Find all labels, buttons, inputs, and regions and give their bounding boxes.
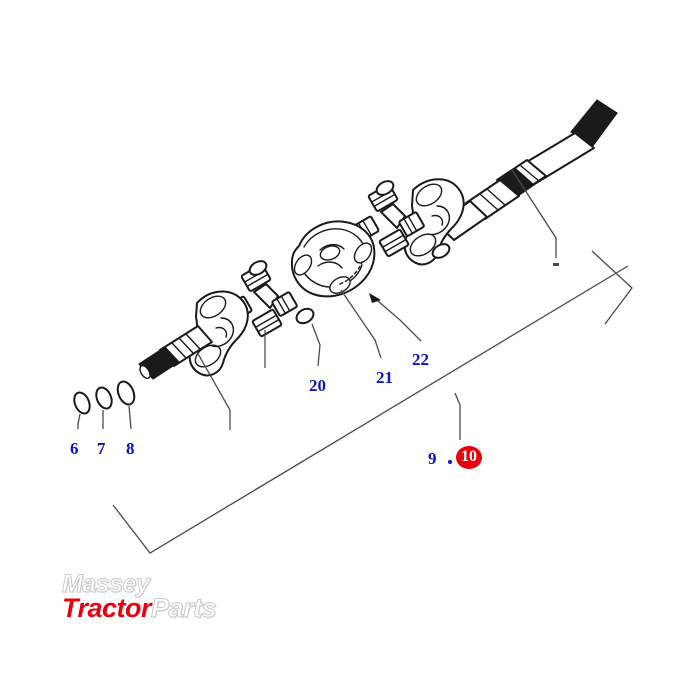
leader-line-20 — [311, 323, 321, 367]
leader-lines — [77, 169, 559, 440]
callout-label-22[interactable]: 22 — [412, 350, 429, 369]
snap-ring-above-upper-cross — [375, 180, 395, 196]
watermark: Massey TractorParts — [61, 570, 282, 630]
callout-label-20[interactable]: 20 — [309, 376, 326, 395]
snap-ring-above-lower-cross — [248, 260, 268, 276]
snap-ring-part-8 — [116, 380, 136, 406]
watermark-parts: Parts — [151, 593, 218, 624]
leader-line-main-shaft — [511, 169, 557, 258]
leader-line-lower-yoke — [196, 351, 231, 430]
upper-universal-joint-cross — [353, 183, 425, 258]
lower-yoke-and-stub-shaft — [138, 290, 249, 380]
watermark-tractor: Tractor — [62, 593, 152, 623]
callout-label-10-selected[interactable]: 10 — [456, 446, 482, 469]
center-yoke-housing — [290, 220, 376, 298]
leader-line-9-10 — [454, 392, 461, 440]
leader-line-6 — [77, 413, 81, 429]
watermark-tractorparts: TractorParts — [62, 593, 218, 624]
leader-line-22 — [370, 294, 422, 342]
leader-tick-main-shaft — [553, 263, 559, 266]
callout-separator-dot — [448, 460, 452, 464]
assembly-bracket — [112, 250, 633, 554]
snap-ring-part-7 — [95, 386, 113, 410]
callout-label-7[interactable]: 7 — [97, 439, 106, 458]
leader-line-8 — [128, 405, 132, 430]
snap-ring-below-upper-cross — [431, 243, 451, 259]
leader-line-21 — [340, 289, 382, 359]
callout-label-6[interactable]: 6 — [70, 439, 79, 458]
callout-label-9[interactable]: 9 — [428, 449, 437, 468]
callout-label-21[interactable]: 21 — [376, 368, 393, 387]
snap-ring-center-part20 — [295, 307, 315, 325]
watermark-massey: Massey — [61, 570, 150, 599]
main-drive-shaft — [436, 99, 618, 241]
callout-label-8[interactable]: 8 — [126, 439, 135, 458]
snap-ring-part-6 — [73, 391, 91, 415]
